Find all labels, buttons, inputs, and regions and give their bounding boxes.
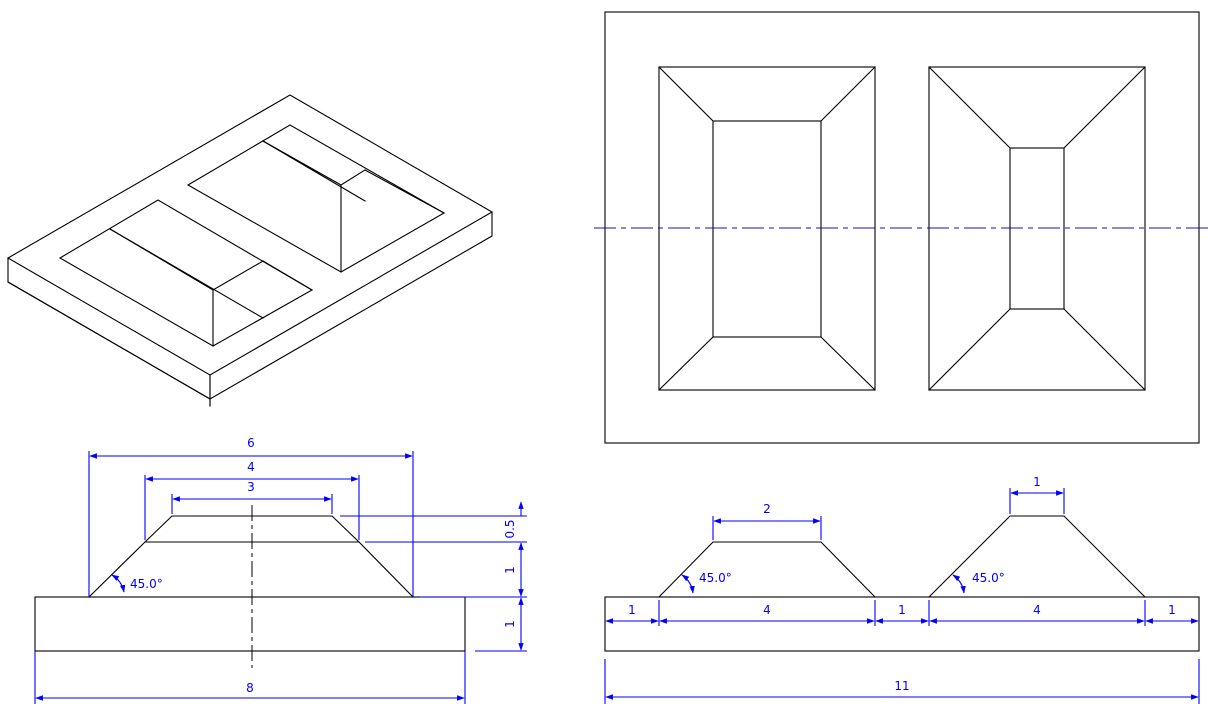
dim-front-heights: 0.5 1 1 xyxy=(340,501,527,652)
side-view-geometry xyxy=(604,515,1200,652)
isometric-view xyxy=(6,94,494,407)
dim-label-1-lower: 1 xyxy=(503,620,517,628)
dim-label-2: 2 xyxy=(763,502,771,516)
angle-front-45: 45.0° xyxy=(111,574,163,593)
dim-label-seg-3: 1 xyxy=(898,603,906,617)
dim-front-width-3: 3 xyxy=(171,480,333,514)
dim-side-top-2: 2 xyxy=(712,502,822,540)
dim-label-8: 8 xyxy=(246,681,254,695)
dim-side-chain: 1 4 1 4 1 xyxy=(605,600,1199,626)
dim-label-1-top: 1 xyxy=(1033,475,1041,489)
dim-label-seg-2: 4 xyxy=(763,603,771,617)
dim-front-width-4: 4 xyxy=(144,460,360,540)
top-view-right-pocket xyxy=(928,66,1146,391)
dim-label-6: 6 xyxy=(247,436,255,450)
dim-label-11: 11 xyxy=(894,679,909,693)
angle-label-front: 45.0° xyxy=(130,577,163,591)
angle-side-left: 45.0° xyxy=(681,571,732,594)
dim-label-0-5: 0.5 xyxy=(503,519,517,538)
front-view-geometry xyxy=(34,505,466,668)
dim-label-seg-5: 1 xyxy=(1168,603,1176,617)
iso-left-pocket xyxy=(58,199,314,347)
dim-front-width-8: 8 xyxy=(34,651,466,704)
angle-side-right: 45.0° xyxy=(952,571,1005,594)
dim-label-1-upper: 1 xyxy=(503,566,517,574)
top-view-left-pocket xyxy=(658,66,876,391)
front-view: 6 4 3 0.5 1 1 xyxy=(34,436,527,704)
dim-label-4: 4 xyxy=(247,460,255,474)
dim-side-total-11: 11 xyxy=(604,659,1200,704)
angle-label-side-left: 45.0° xyxy=(699,571,732,585)
dim-label-seg-1: 1 xyxy=(628,603,636,617)
dim-side-top-1: 1 xyxy=(1009,475,1065,514)
angle-label-side-right: 45.0° xyxy=(972,571,1005,585)
top-view xyxy=(594,11,1208,444)
dim-label-3: 3 xyxy=(247,480,255,494)
dim-front-width-6: 6 xyxy=(88,436,414,597)
side-view: 2 1 45.0° 45.0° 1 xyxy=(604,475,1200,704)
iso-right-pocket xyxy=(186,124,446,273)
iso-plate xyxy=(6,94,494,407)
dim-label-seg-4: 4 xyxy=(1033,603,1041,617)
